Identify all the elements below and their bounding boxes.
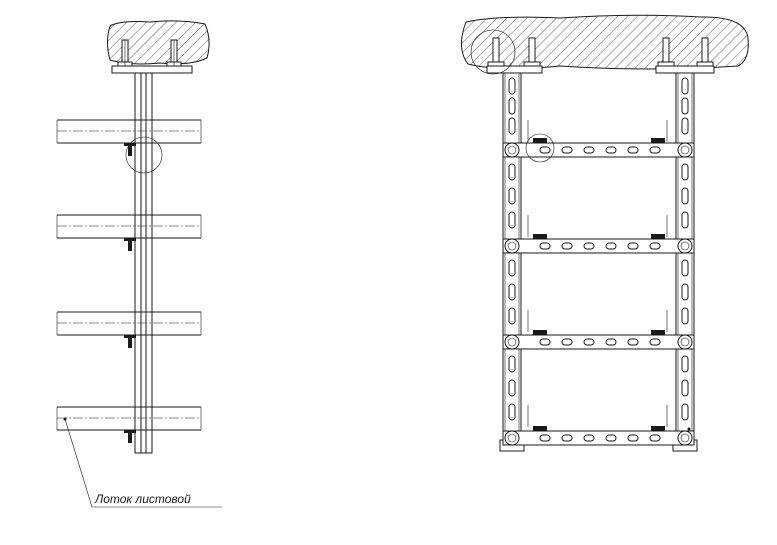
tray-edges (527, 120, 668, 427)
mount-plate-right-b (655, 65, 715, 74)
detail-circle-top (470, 29, 516, 75)
vertical-post-left (134, 72, 153, 454)
crossbar-3 (502, 330, 695, 350)
ceiling-slab-left (107, 20, 210, 65)
callout: Лоток листовой (64, 418, 222, 508)
tray-side-3 (56, 311, 202, 348)
crossbar-2 (502, 234, 695, 254)
front-view (461, 14, 749, 452)
side-view (56, 20, 210, 454)
crossbar-1 (502, 138, 695, 158)
crossbar-4 (502, 426, 695, 446)
anchor-bolts-right (487, 37, 714, 68)
detail-circle-right (525, 133, 555, 163)
post-slots (508, 77, 689, 421)
callout-label: Лоток листовой (94, 492, 191, 506)
detail-circle-left (125, 136, 163, 174)
tray-side-1 (56, 119, 202, 156)
anchor-bolts-left (117, 39, 182, 68)
mount-plate-left (111, 65, 193, 74)
tray-side-2 (56, 214, 202, 251)
mount-plate-right-a (486, 65, 543, 74)
tray-side-4 (56, 406, 202, 443)
